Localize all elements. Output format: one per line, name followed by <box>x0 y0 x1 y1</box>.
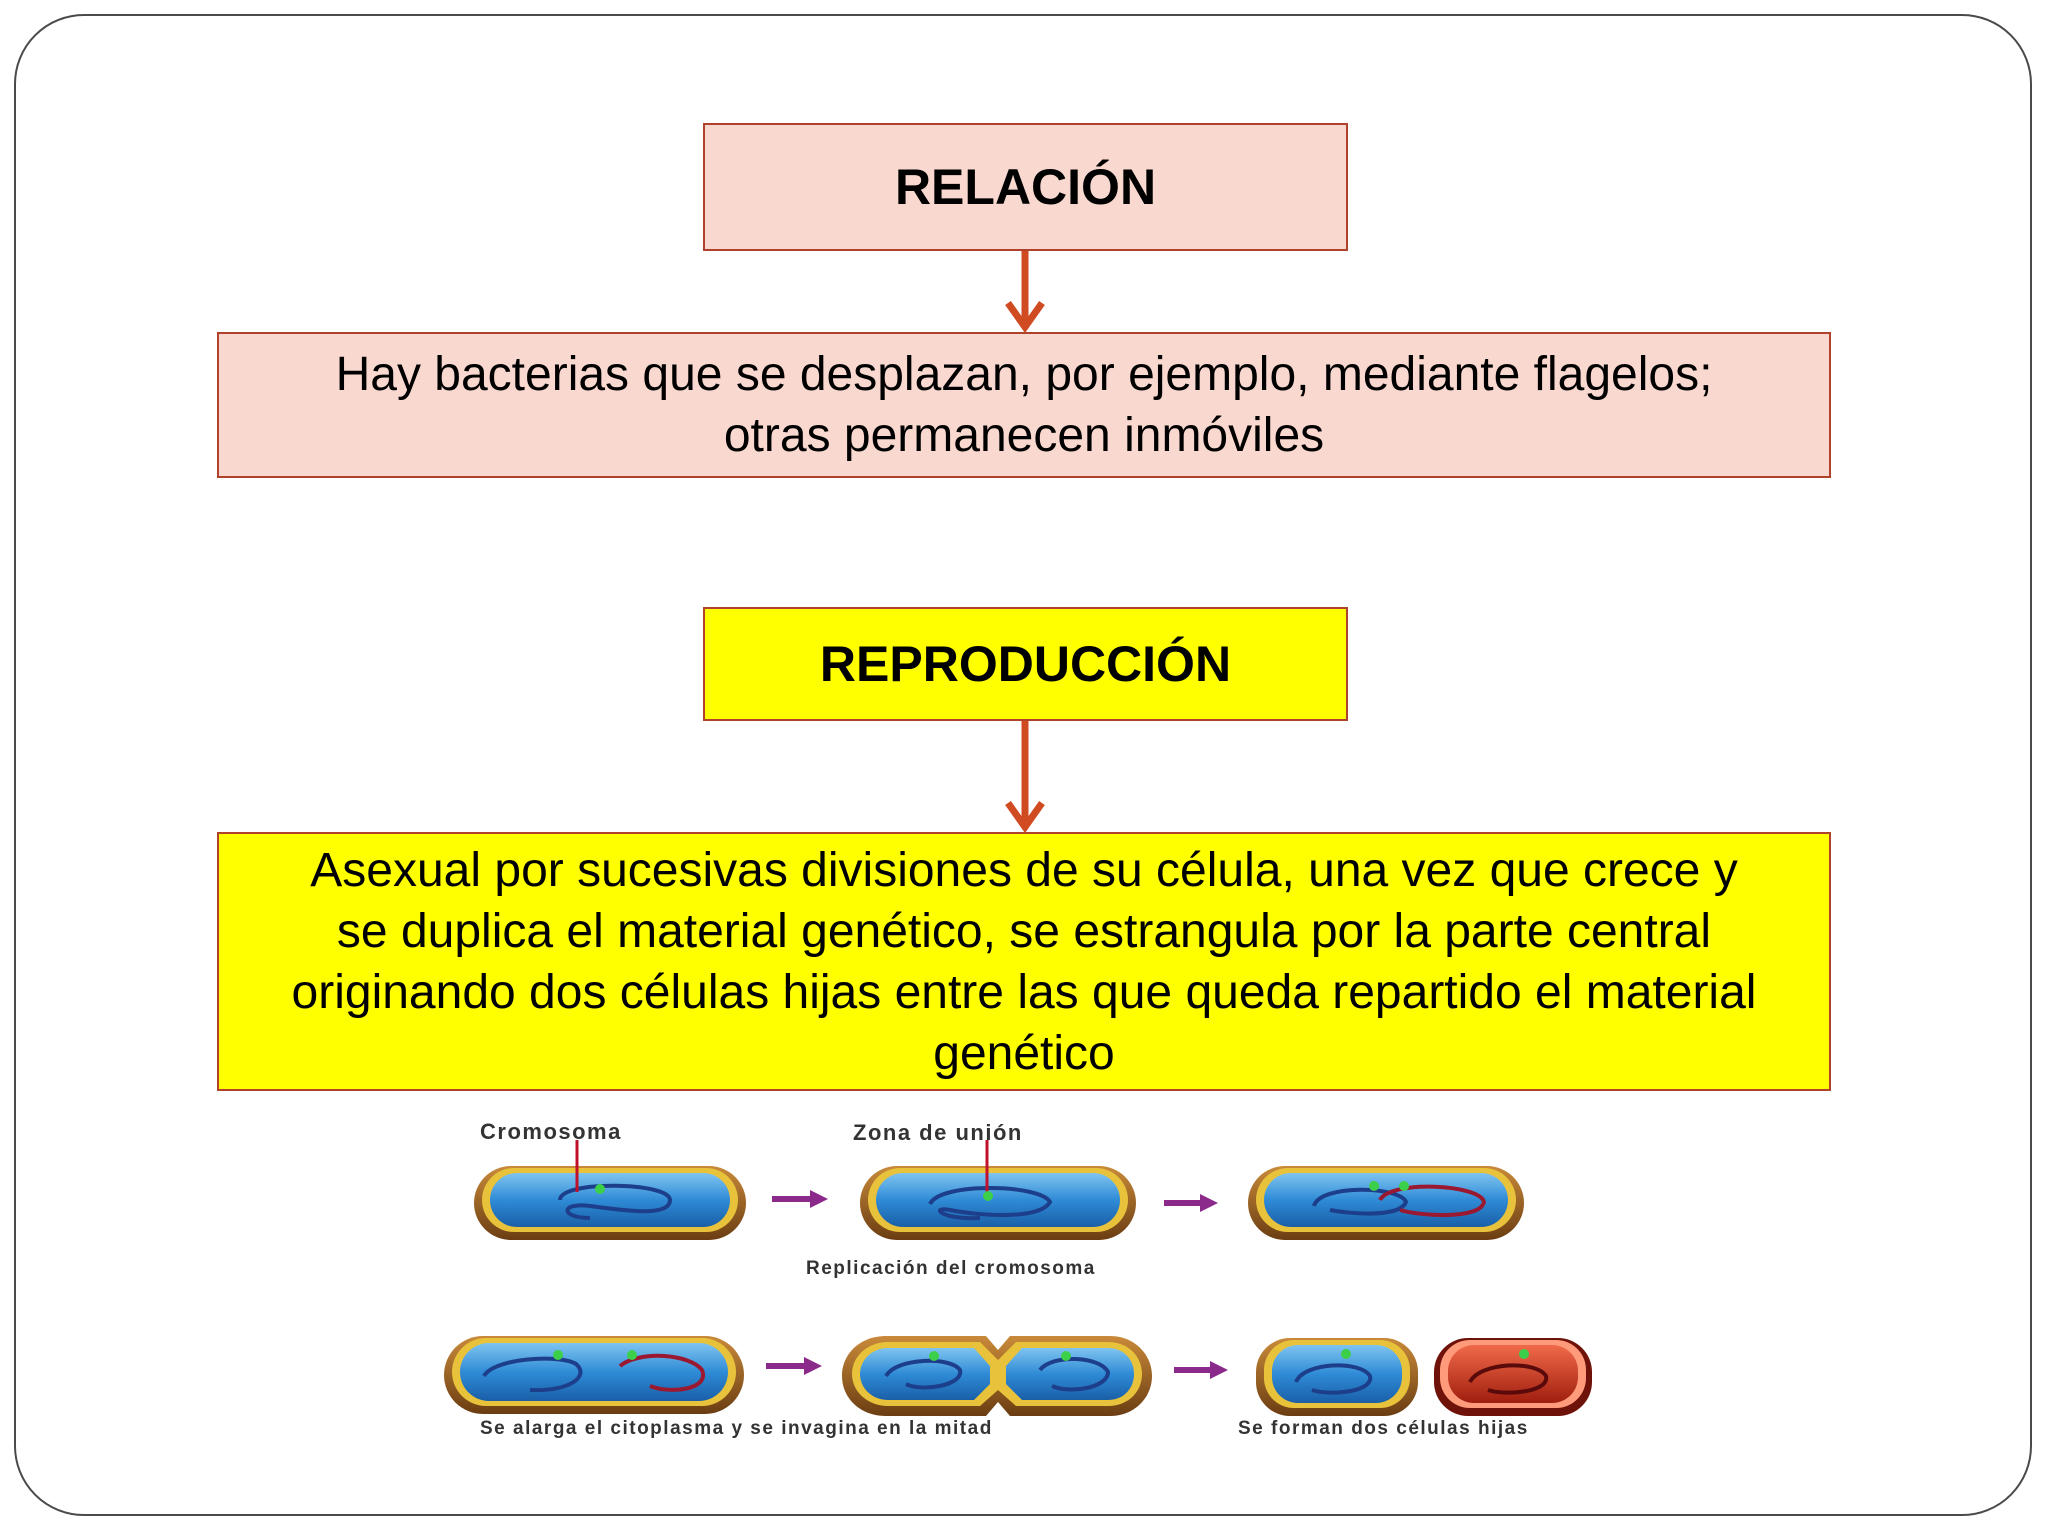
relacion-description-box: Hay bacterias que se desplazan, por ejem… <box>217 332 1831 478</box>
bacterium-cell <box>860 1140 1136 1240</box>
reproduccion-description-line: genético <box>933 1026 1115 1080</box>
process-arrow-icon <box>1174 1361 1228 1379</box>
reproduccion-description-line: se duplica el material genético, se estr… <box>336 904 1712 958</box>
relacion-description-line: Hay bacterias que se desplazan, por ejem… <box>335 348 1713 401</box>
binary-fission-diagram: Cromosoma Zona de unión Replicación del … <box>444 1119 1592 1439</box>
daughter-bacterium-cell <box>1256 1338 1418 1416</box>
reproduccion-description-line: originando dos células hijas entre las q… <box>291 965 1757 1019</box>
reproduccion-title: REPRODUCCIÓN <box>819 636 1232 692</box>
process-arrow-icon <box>766 1357 822 1375</box>
process-arrow-icon <box>1164 1194 1218 1212</box>
process-arrow-icon <box>772 1190 828 1208</box>
daughter-bacterium-cell <box>1434 1338 1592 1416</box>
label-forman: Se forman dos células hijas <box>1238 1418 1529 1439</box>
label-replicacion: Replicación del cromosoma <box>806 1258 1096 1279</box>
label-cromosoma: Cromosoma <box>480 1119 622 1144</box>
reproduccion-description-box: Asexual por sucesivas divisiones de su c… <box>217 832 1831 1091</box>
reproduccion-description-line: Asexual por sucesivas divisiones de su c… <box>310 843 1738 897</box>
down-arrow-icon <box>1005 251 1045 333</box>
relacion-title: RELACIÓN <box>894 159 1157 215</box>
down-arrow-icon <box>1005 721 1045 833</box>
reproduccion-title-box: REPRODUCCIÓN <box>703 607 1348 721</box>
bacterium-cell <box>1248 1166 1524 1240</box>
bacterium-cell <box>444 1336 744 1414</box>
dividing-bacterium-cell <box>842 1336 1152 1416</box>
bacterium-cell <box>474 1140 746 1240</box>
relacion-description-line: otras permanecen inmóviles <box>723 409 1325 462</box>
label-zona-union: Zona de unión <box>853 1120 1023 1145</box>
relacion-title-box: RELACIÓN <box>703 123 1348 251</box>
label-alarga: Se alarga el citoplasma y se invagina en… <box>480 1418 993 1439</box>
